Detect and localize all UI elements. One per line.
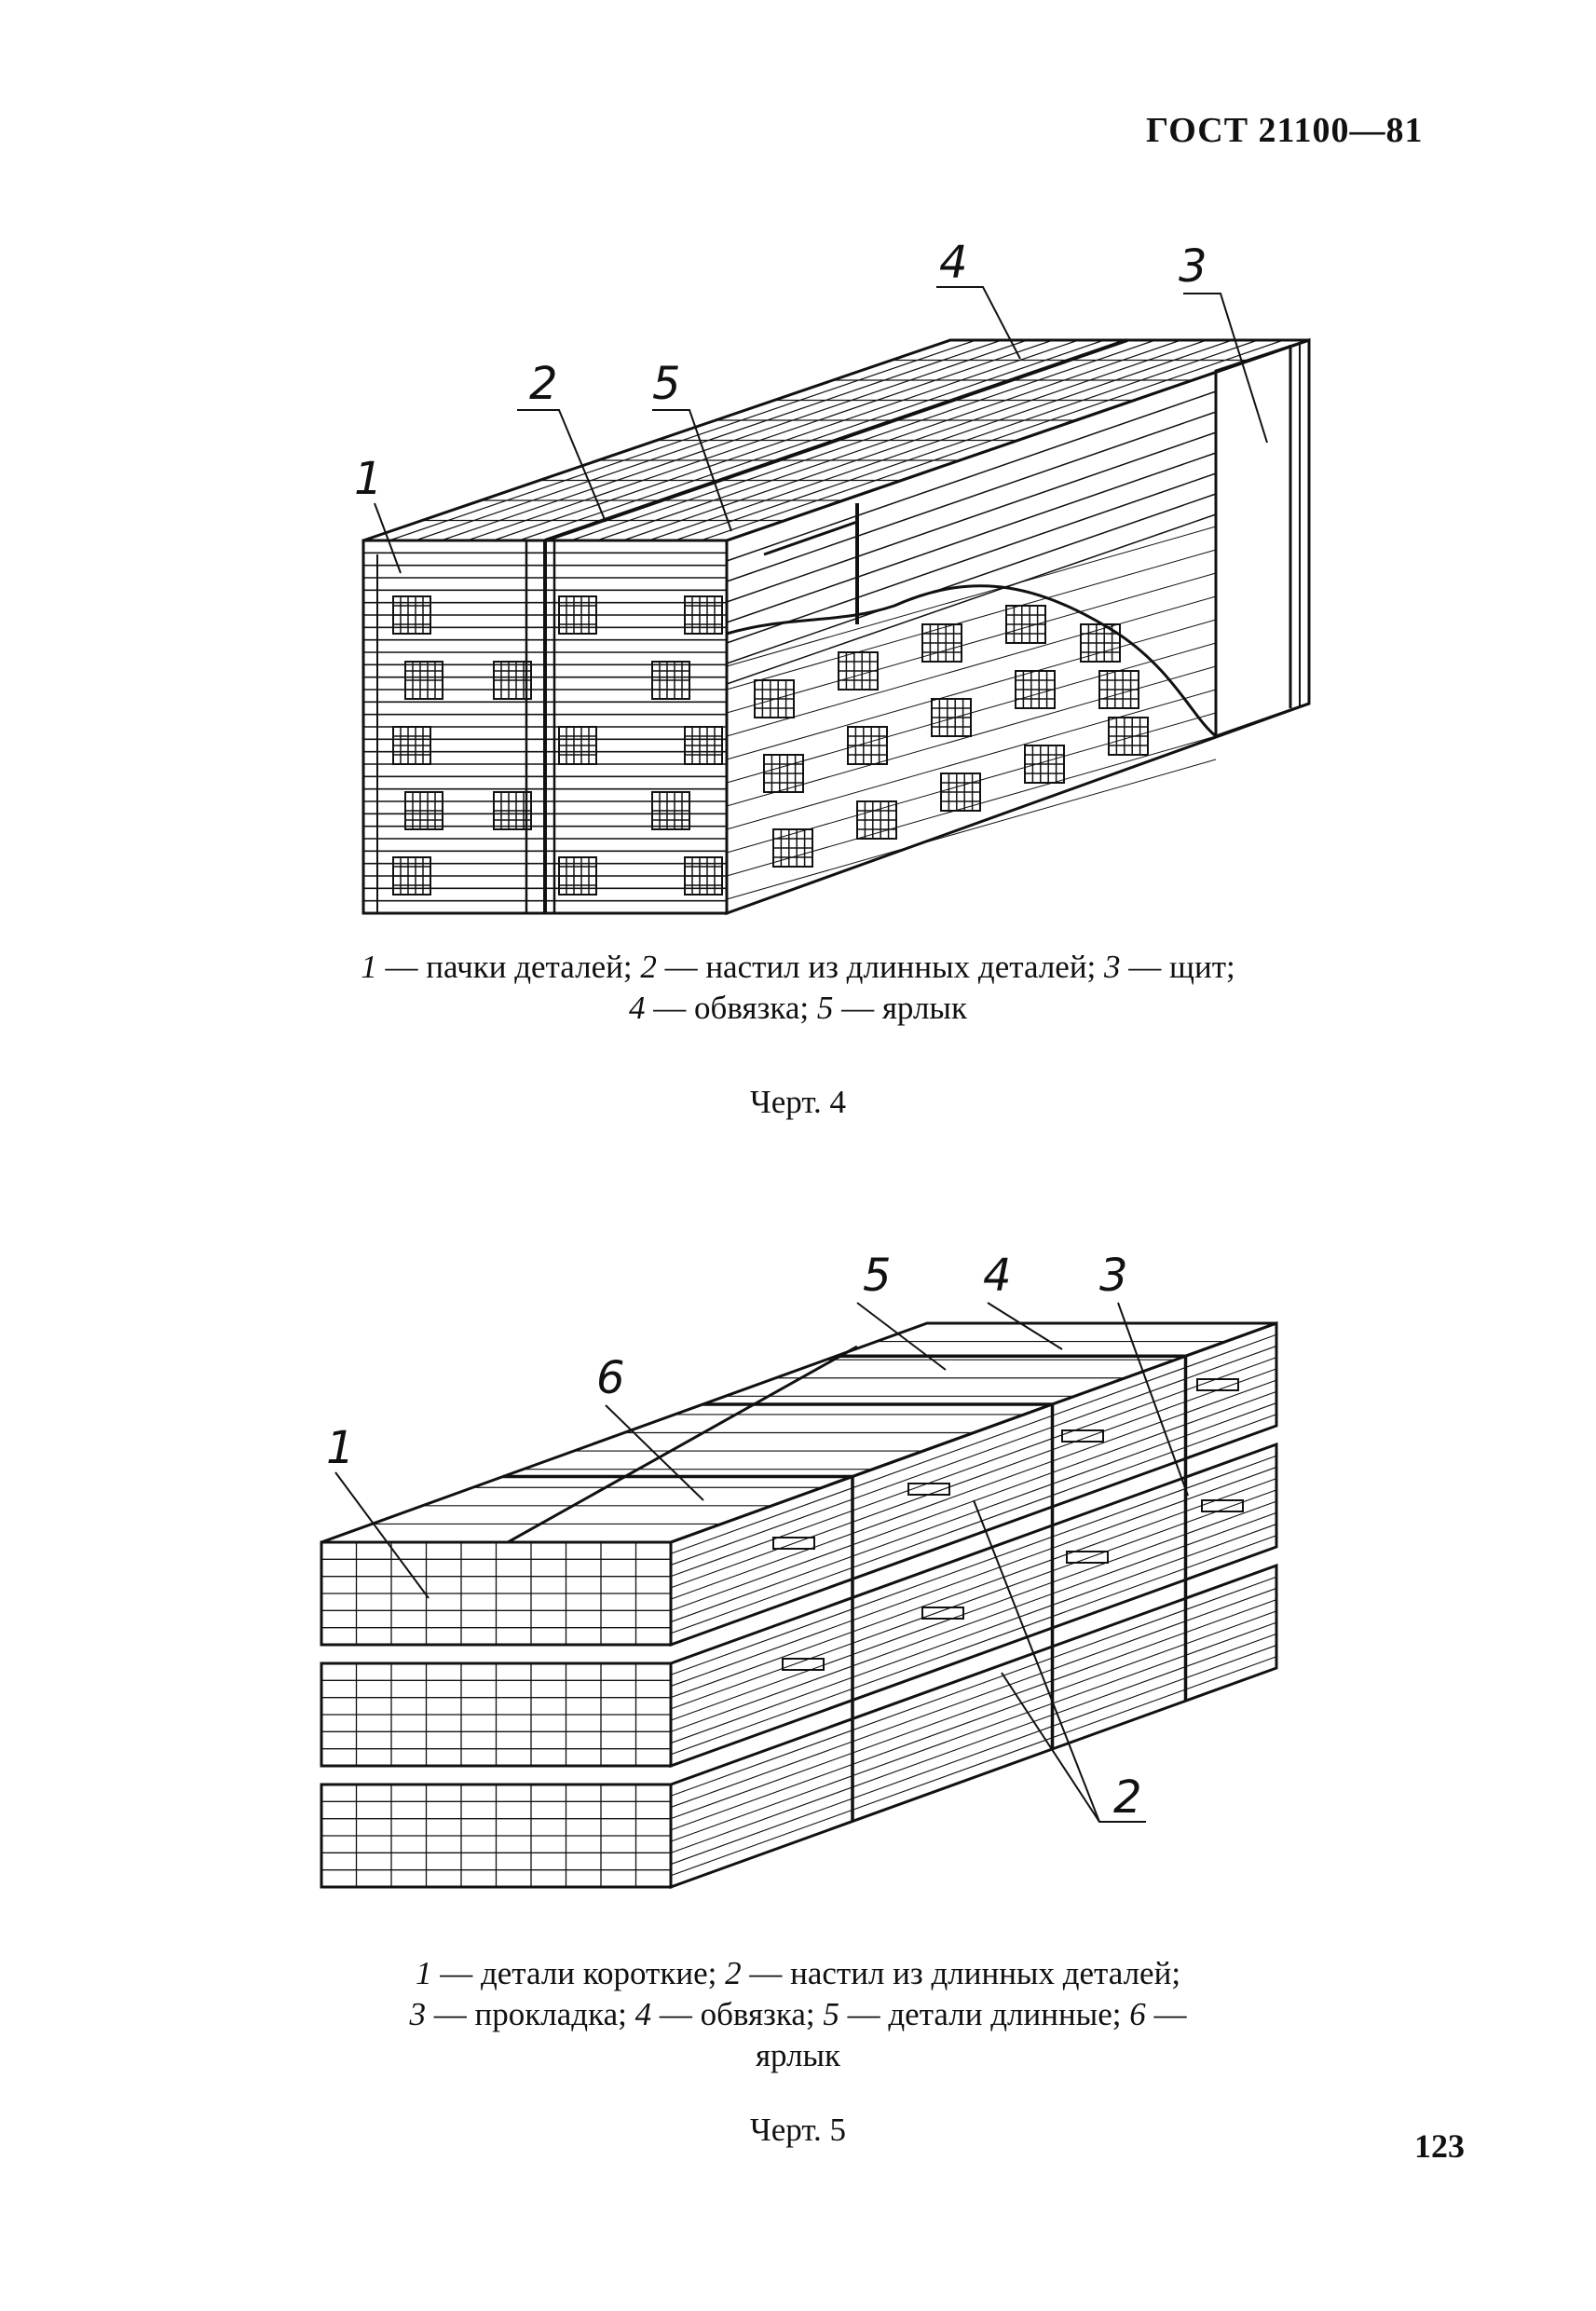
caption-number: 4 [634, 1996, 652, 2032]
caption-number: 5 [816, 990, 834, 1026]
caption-text: — обвязка; [651, 1996, 824, 2032]
caption-text: — обвязка; [645, 990, 817, 1026]
caption-text: — [1145, 1996, 1187, 2032]
leader-5 [856, 1302, 947, 1371]
caption-text: — детали длинные; [839, 1996, 1130, 2032]
caption-number: 1 [361, 949, 377, 985]
shield [1214, 337, 1311, 739]
spacer-pad [782, 1658, 825, 1671]
caption-number: 6 [1129, 1996, 1146, 2032]
caption-text: — щит; [1120, 949, 1235, 985]
figure-4-drawing: 1 2 5 4 3 [354, 237, 1311, 916]
caption-number: 5 [823, 1996, 839, 2032]
spacer-pad [1066, 1551, 1109, 1564]
figure-5-title: Черт. 5 [750, 2112, 846, 2148]
spacer-pad [921, 1607, 964, 1620]
figure-4-label-2: 2 [529, 358, 558, 410]
figure-5-caption: 1 — детали короткие; 2 — настил из длинн… [0, 1953, 1596, 2076]
figure-5-label-1: 1 [326, 1422, 355, 1474]
caption-text: — прокладка; [426, 1996, 635, 2032]
figure-5-label-2: 2 [1113, 1771, 1142, 1824]
figure-4-label-5: 5 [652, 358, 681, 410]
caption-text: — настил из длинных деталей; [656, 949, 1105, 985]
figure-5-label-4: 4 [983, 1250, 1012, 1302]
figure-5-label-5: 5 [863, 1250, 892, 1302]
label-tag-6 [507, 1345, 858, 1544]
caption-number: 3 [409, 1996, 427, 2032]
leader-5 [652, 409, 732, 532]
figure-4-caption-line-2: 4 — обвязка; 5 — ярлык [0, 988, 1596, 1029]
spacer-pad [1201, 1499, 1244, 1512]
caption-text: — детали короткие; [431, 1955, 726, 1991]
caption-number: 3 [1104, 949, 1121, 985]
caption-text: — ярлык [833, 990, 967, 1026]
figure-5-caption-line-2: 3 — прокладка; 4 — обвязка; 5 — детали д… [0, 1994, 1596, 2035]
figure-4-title: Черт. 4 [750, 1084, 846, 1120]
leader-4 [987, 1302, 1063, 1350]
leader-3 [1117, 1302, 1189, 1497]
figure-4-caption-line-1: 1 — пачки деталей; 2 — настил из длинных… [0, 947, 1596, 988]
caption-number: 1 [415, 1955, 432, 1991]
figure-5-caption-line-1: 1 — детали короткие; 2 — настил из длинн… [0, 1953, 1596, 1994]
spacer-pad [907, 1483, 950, 1496]
leader-1 [374, 502, 402, 574]
spacer-pad [1196, 1378, 1239, 1391]
figure-5-drawing: 1 6 5 4 3 2 [320, 1250, 1278, 1890]
long-parts-side [669, 1563, 1278, 1890]
figure-4-label-1: 1 [354, 453, 383, 505]
leader-3 [1183, 293, 1268, 444]
standard-header: ГОСТ 21100—81 [1146, 111, 1424, 150]
figure-4-label-3: 3 [1179, 240, 1207, 293]
spacer-pad [772, 1537, 815, 1550]
leader-2b [1001, 1672, 1100, 1823]
figure-4-caption: 1 — пачки деталей; 2 — настил из длинных… [0, 947, 1596, 1029]
caption-number: 4 [629, 990, 646, 1026]
leader-1 [334, 1471, 430, 1599]
spacer-pad [1061, 1429, 1104, 1443]
figure-5-label-6: 6 [596, 1352, 625, 1404]
caption-text: — пачки деталей; [376, 949, 641, 985]
leader-6 [605, 1404, 704, 1501]
caption-number: 2 [640, 949, 657, 985]
long-parts-side [669, 1442, 1278, 1769]
leader-2 [517, 409, 607, 523]
leader-4 [936, 286, 1021, 360]
page-number: 123 [1414, 2127, 1465, 2165]
figure-5-label-3: 3 [1099, 1250, 1128, 1302]
caption-number: 2 [725, 1955, 742, 1991]
figure-5-caption-line-3: ярлык [755, 2037, 841, 2073]
caption-text: — настил из длинных деталей; [741, 1955, 1181, 1991]
figure-4-label-4: 4 [939, 237, 968, 289]
